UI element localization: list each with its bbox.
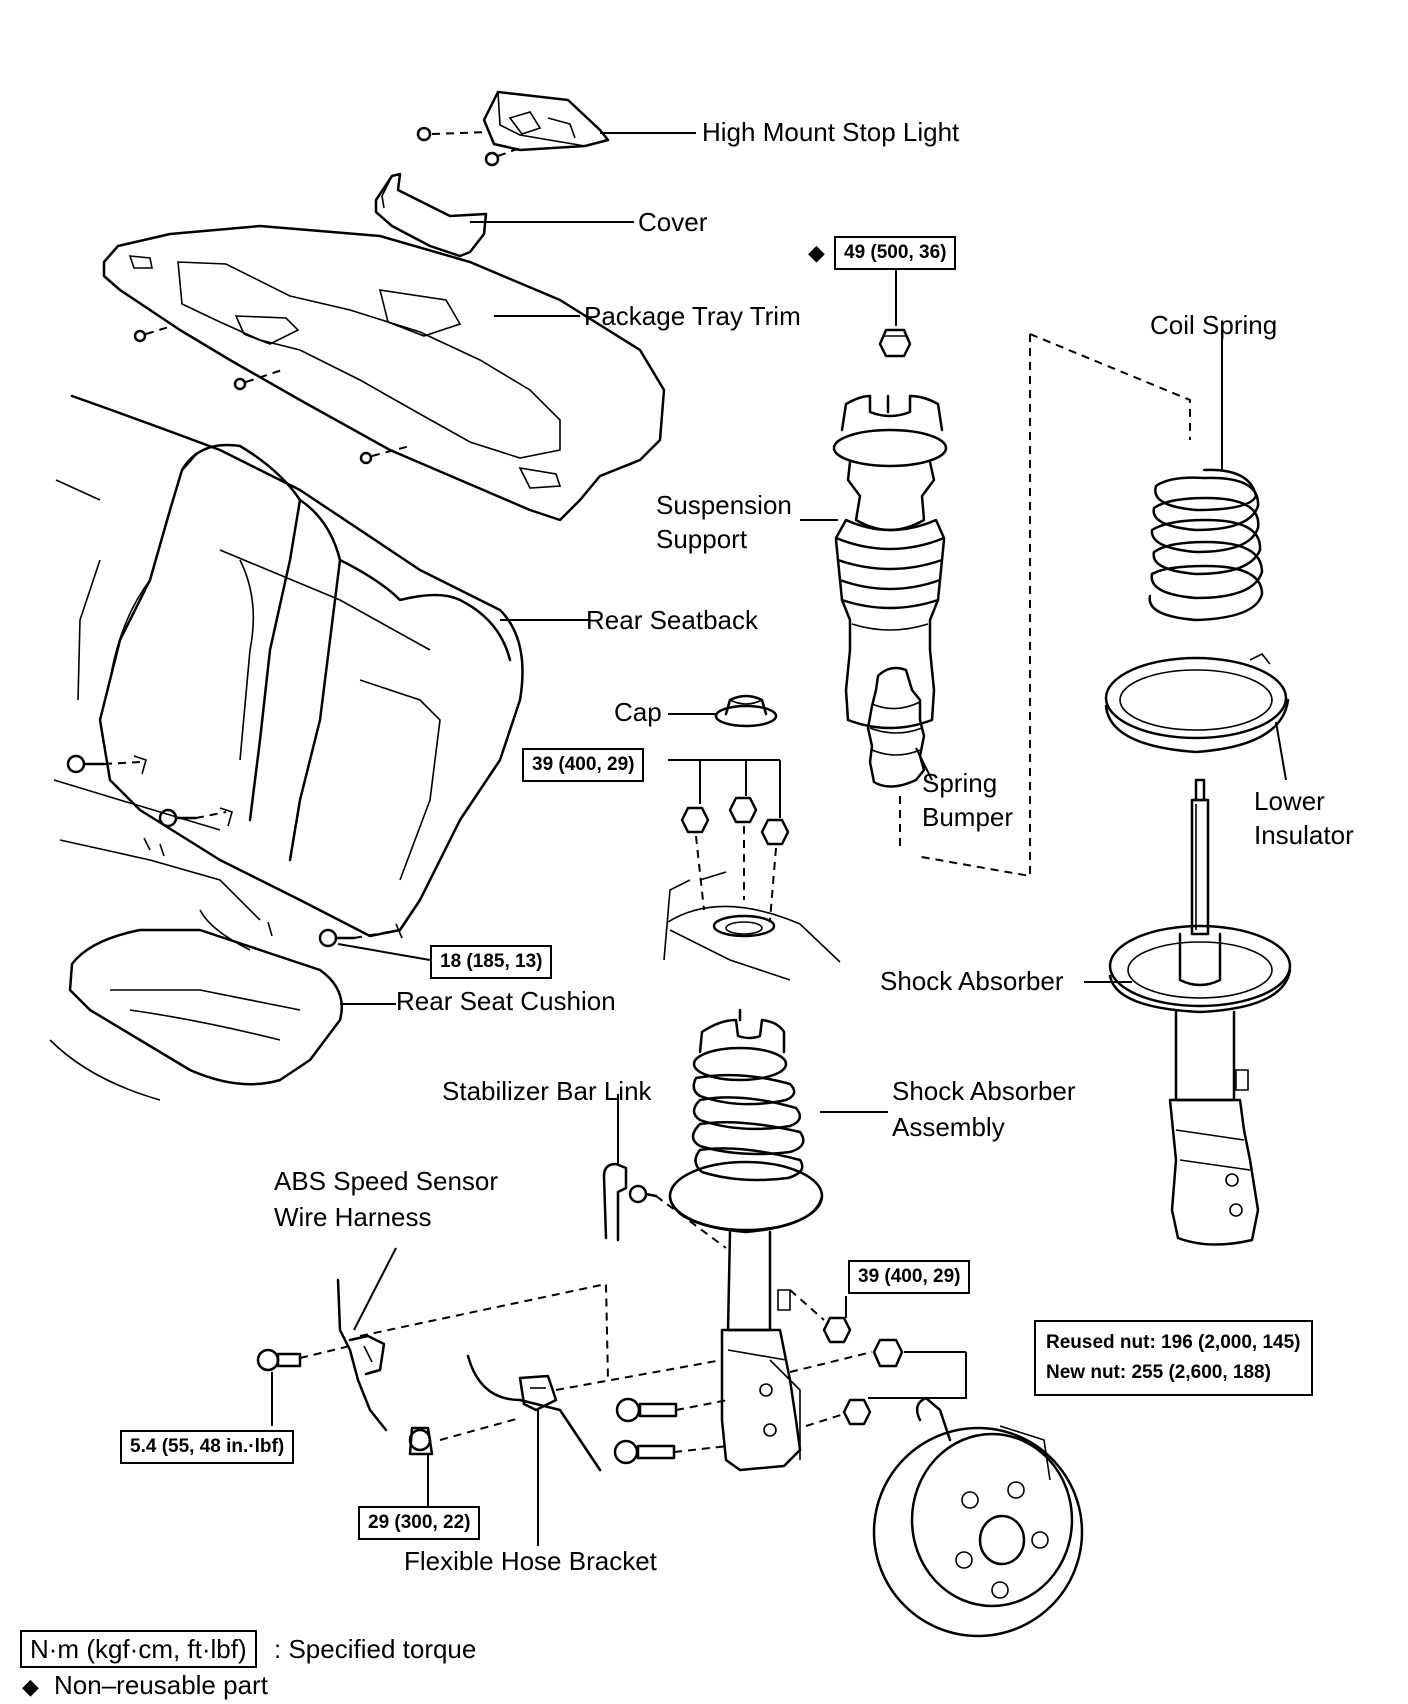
torque-support-nut: 49 (500, 36) [834,236,957,270]
seat-bolts [66,754,403,948]
spring-bumper-part [866,666,926,788]
torque-knuckle-reused: Reused nut: 196 (2,000, 145) [1046,1332,1301,1353]
torque-seat-bolt: 18 (185, 13) [430,945,553,979]
shock-absorber-part [1108,778,1292,1246]
lower-insulator-part [1104,652,1290,754]
shock-absorber-assembly-part [668,1008,824,1472]
stabilizer-nut-part [789,1289,852,1344]
torque-hose-bolt: 29 (300, 22) [358,1506,481,1540]
support-nut-part [878,328,912,358]
torque-upper-nuts: 39 (400, 29) [522,748,645,782]
label-shock-absorber-assembly-line1: Shock Absorber [892,1076,1076,1106]
torque-knuckle-nut: Reused nut: 196 (2,000, 145) New nut: 25… [1034,1320,1313,1396]
upper-nuts [663,796,841,981]
knuckle-nuts [789,1338,904,1427]
label-stabilizer-bar-link: Stabilizer Bar Link [442,1076,652,1106]
rear-seatback-part [53,394,524,938]
label-rear-seat-cushion: Rear Seat Cushion [396,986,616,1016]
label-rear-seatback: Rear Seatback [586,605,758,635]
torque-knuckle-new: New nut: 255 (2,600, 188) [1046,1362,1271,1383]
label-abs-speed-sensor-line2: Wire Harness [274,1202,432,1232]
coil-spring-part [1148,468,1264,622]
cap-part [714,694,778,728]
high-mount-stop-light-part [416,90,610,167]
abs-harness-part [256,1278,609,1432]
label-cap: Cap [614,697,662,727]
legend-non-reusable-mark: ◆ [22,1674,39,1699]
label-flexible-hose-bracket: Flexible Hose Bracket [404,1546,657,1576]
non-reusable-mark: ◆ [808,240,825,265]
knuckle-bolts [613,1397,729,1465]
flexible-hose-bracket-part [408,1354,723,1472]
label-spring-bumper-line2: Bumper [922,802,1014,832]
rear-seat-cushion-part [49,839,343,1101]
label-abs-speed-sensor-line1: ABS Speed Sensor [274,1166,499,1196]
torque-abs-bolt: 5.4 (55, 48 in.·lbf) [120,1430,295,1464]
label-suspension-support-line2: Support [656,524,748,554]
label-lower-insulator-line1: Lower [1254,786,1325,816]
package-tray-trim-part [102,224,666,522]
disc-hub-part [872,1396,1084,1638]
label-coil-spring: Coil Spring [1150,310,1278,340]
label-high-mount-stop-light: High Mount Stop Light [702,117,960,147]
legend-torque-text: : Specified torque [274,1634,477,1664]
stabilizer-bar-link-part [602,1162,727,1249]
label-suspension-support-line1: Suspension [656,490,792,520]
label-shock-absorber-assembly-line2: Assembly [892,1112,1005,1142]
legend-torque-box: N·m (kgf·cm, ft·lbf) [20,1630,257,1668]
legend-non-reusable-text: Non–reusable part [54,1670,268,1700]
label-cover: Cover [638,207,708,237]
cover-part [374,172,488,258]
label-spring-bumper-line1: Spring [922,768,998,798]
torque-stabilizer-nut: 39 (400, 29) [848,1260,971,1294]
label-package-tray-trim: Package Tray Trim [584,301,801,331]
label-lower-insulator-line2: Insulator [1254,820,1354,850]
label-shock-absorber: Shock Absorber [880,966,1064,996]
suspension-support-part [832,394,948,730]
